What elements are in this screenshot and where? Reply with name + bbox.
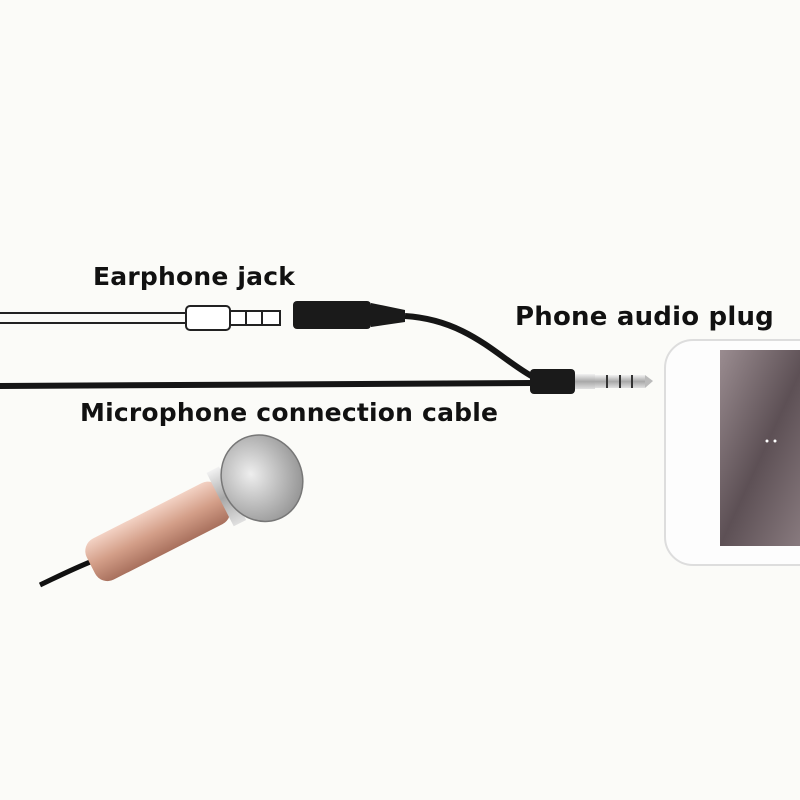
phone <box>664 339 800 566</box>
earphone-jack-label: Earphone jack <box>93 262 296 291</box>
earphone-cable <box>0 305 281 331</box>
phone-screen <box>720 350 800 546</box>
main-cable <box>0 380 534 389</box>
female-jack <box>293 301 537 381</box>
microphone <box>38 434 304 588</box>
phone-audio-plug-label: Phone audio plug <box>515 302 774 332</box>
earphone-plug-pin <box>229 310 281 326</box>
phone-audio-plug-shape <box>530 369 653 394</box>
mic-cable-label: Microphone connection cable <box>80 398 499 427</box>
earphone-plug-body <box>185 305 231 331</box>
